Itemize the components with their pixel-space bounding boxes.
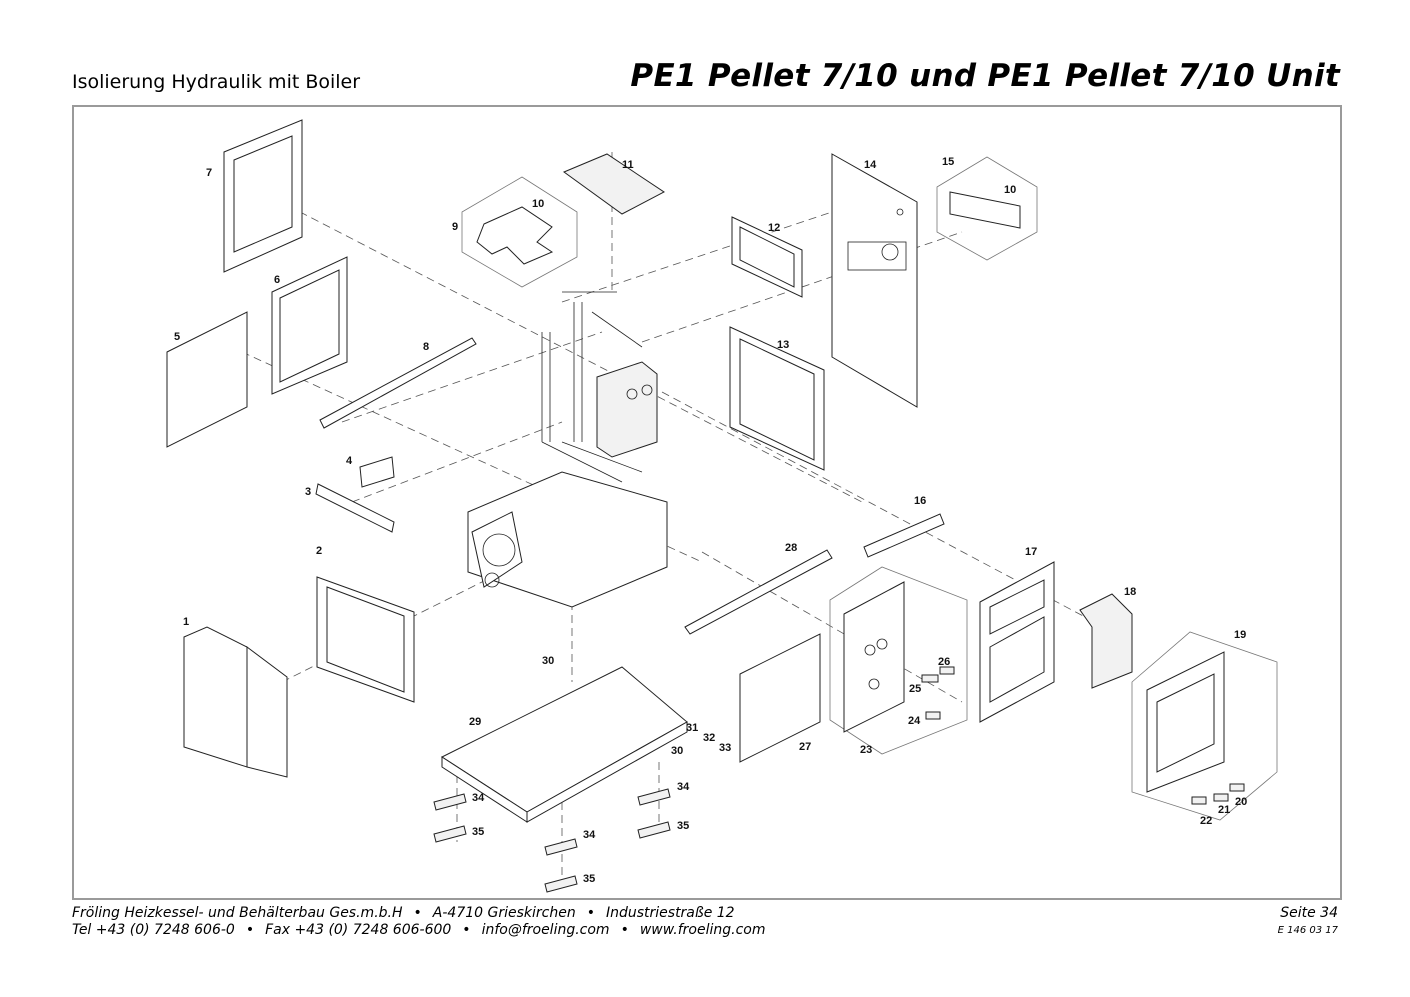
part-13-frame — [729, 326, 825, 471]
part-11-cover — [562, 153, 665, 215]
label-6: 6 — [274, 274, 280, 286]
footer-bullet: • — [586, 905, 595, 921]
label-24: 24 — [908, 715, 921, 727]
part-17-door-frame — [979, 561, 1055, 723]
feet-pads — [433, 788, 671, 893]
footer-bullet: • — [413, 905, 422, 921]
footer-address: A-4710 Grieskirchen — [432, 905, 576, 921]
page-number: Seite 34 — [1280, 905, 1338, 921]
label-27: 27 — [799, 741, 811, 753]
footer-company: Fröling Heizkessel- und Behälterbau Ges.… — [72, 905, 403, 921]
label-19: 19 — [1234, 629, 1246, 641]
part-5-panel — [166, 311, 248, 448]
document-code: E 146 03 17 — [1277, 925, 1338, 936]
label-33: 33 — [719, 742, 731, 754]
footer-email[interactable]: info@froeling.com — [481, 922, 610, 938]
label-30a: 30 — [542, 655, 554, 667]
footer-web[interactable]: www.froeling.com — [639, 922, 766, 938]
label-9: 9 — [452, 221, 458, 233]
part-14-side-panel — [831, 153, 918, 408]
footer-tel: Tel +43 (0) 7248 606-0 — [72, 922, 235, 938]
footer-street: Industriestraße 12 — [605, 905, 735, 921]
label-29: 29 — [469, 716, 481, 728]
label-3: 3 — [305, 486, 311, 498]
part-12-frame — [731, 216, 803, 298]
part-4-plate — [359, 456, 395, 488]
label-17: 17 — [1025, 546, 1037, 558]
label-11: 11 — [622, 159, 634, 171]
part-29-base-tray — [440, 666, 688, 823]
page-subtitle: Isolierung Hydraulik mit Boiler — [72, 71, 361, 93]
part-28-rail — [684, 549, 833, 635]
label-31: 31 — [686, 722, 698, 734]
exploded-diagram-frame: 1 2 3 4 5 6 7 8 9 10 10 11 12 13 14 15 1… — [72, 105, 1342, 900]
label-1: 1 — [183, 616, 189, 628]
part-15-cover-box — [936, 156, 1038, 261]
label-34b: 34 — [583, 829, 596, 841]
label-25: 25 — [909, 683, 921, 695]
exploded-parts-drawing: 1 2 3 4 5 6 7 8 9 10 10 11 12 13 14 15 1… — [166, 119, 1278, 893]
part-18-cover — [1079, 593, 1133, 689]
label-8: 8 — [423, 341, 429, 353]
part-2-frame — [316, 576, 415, 703]
hydraulic-unit — [541, 291, 658, 483]
part-6-frame — [271, 256, 348, 395]
label-26: 26 — [938, 656, 950, 668]
footer: Fröling Heizkessel- und Behälterbau Ges.… — [72, 905, 766, 939]
label-7: 7 — [206, 167, 212, 179]
label-35a: 35 — [472, 826, 484, 838]
footer-bullet: • — [462, 922, 471, 938]
part-1-panels — [183, 626, 288, 778]
label-28: 28 — [785, 542, 797, 554]
label-4: 4 — [346, 455, 353, 467]
label-23: 23 — [860, 744, 872, 756]
part-27-panel — [739, 633, 821, 763]
label-35b: 35 — [583, 873, 595, 885]
label-35c: 35 — [677, 820, 689, 832]
part-8-rail — [319, 337, 477, 429]
label-22: 22 — [1200, 815, 1212, 827]
footer-bullet: • — [245, 922, 255, 938]
part-7-frame — [223, 119, 303, 273]
part-9-insulation — [461, 176, 578, 288]
footer-bullet: • — [620, 922, 629, 938]
label-16: 16 — [914, 495, 926, 507]
page-title: PE1 Pellet 7/10 und PE1 Pellet 7/10 Unit — [630, 58, 1340, 94]
label-20: 20 — [1235, 796, 1247, 808]
footer-fax: Fax +43 (0) 7248 606-600 — [265, 922, 452, 938]
label-34c: 34 — [677, 781, 690, 793]
label-10b: 10 — [1004, 184, 1016, 196]
label-15: 15 — [942, 156, 954, 168]
boiler-tank — [467, 471, 668, 608]
label-5: 5 — [174, 331, 180, 343]
label-13: 13 — [777, 339, 789, 351]
label-2: 2 — [316, 545, 322, 557]
label-32: 32 — [703, 732, 715, 744]
label-12: 12 — [768, 222, 780, 234]
part-23-front-panel — [829, 566, 968, 755]
part-labels: 1 2 3 4 5 6 7 8 9 10 10 11 12 13 14 15 1… — [174, 156, 1247, 885]
part-19-front-box — [1131, 631, 1278, 821]
part-3-rail — [315, 483, 395, 533]
label-14: 14 — [864, 159, 877, 171]
part-16-rail — [863, 513, 945, 558]
label-30b: 30 — [671, 745, 683, 757]
label-18: 18 — [1124, 586, 1136, 598]
label-21: 21 — [1218, 804, 1230, 816]
label-34a: 34 — [472, 792, 485, 804]
label-10a: 10 — [532, 198, 544, 210]
